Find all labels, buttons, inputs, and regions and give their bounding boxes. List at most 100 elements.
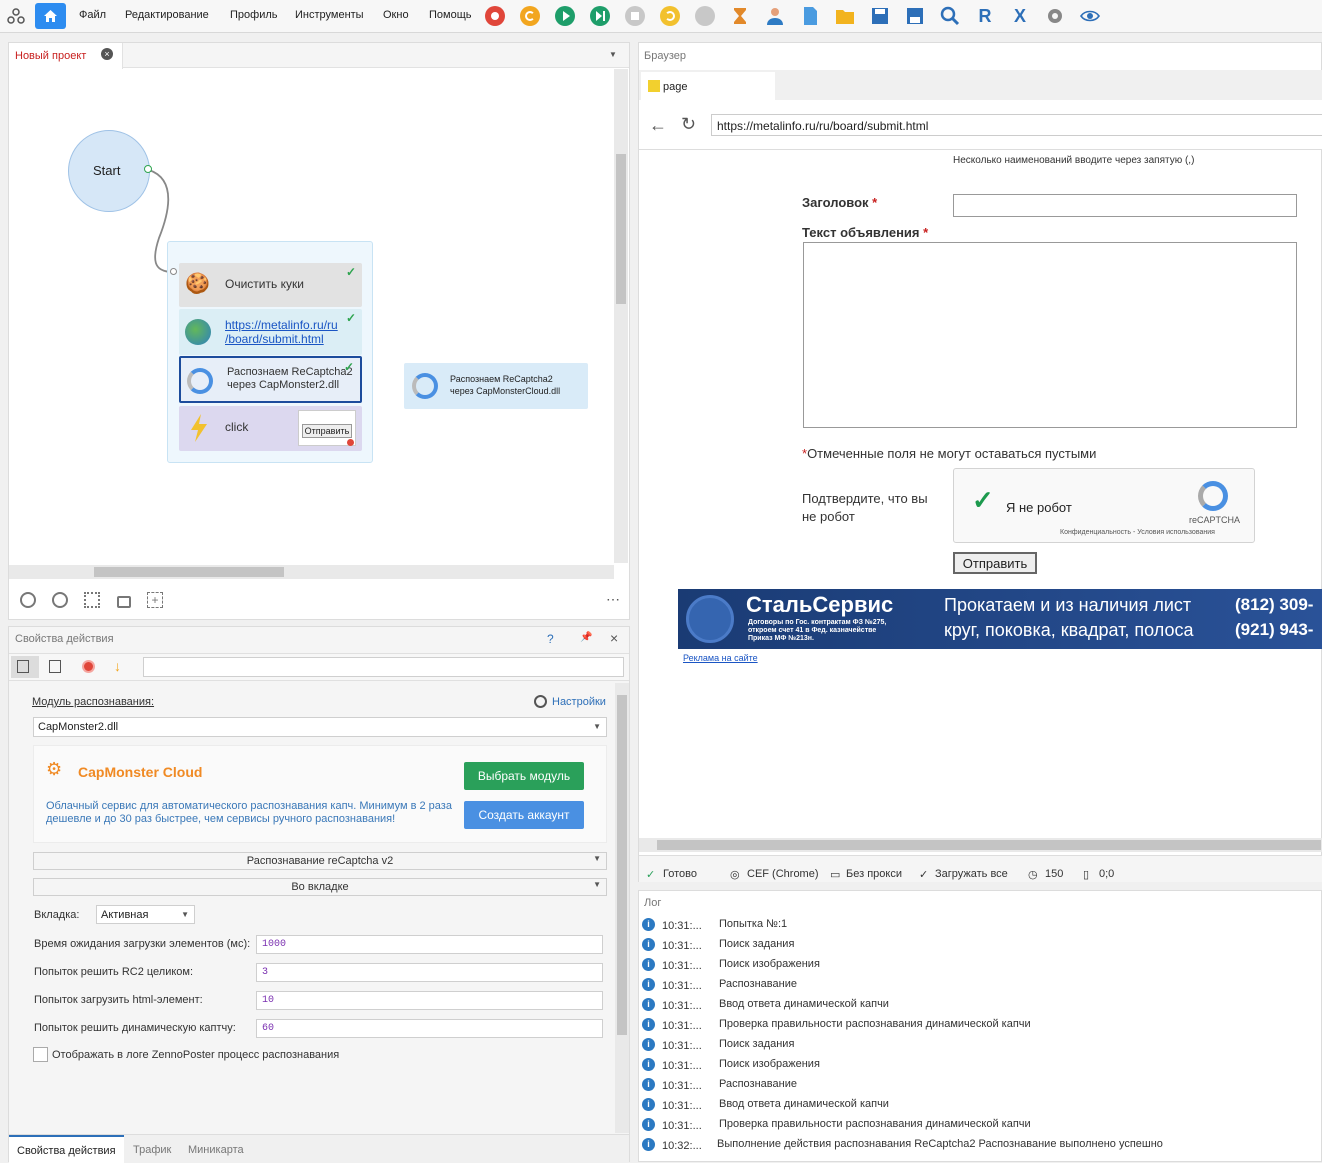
regex-icon[interactable]: R [978, 6, 992, 26]
close-tab-icon[interactable]: × [101, 48, 113, 60]
input-port[interactable] [170, 268, 177, 275]
create-account-button[interactable]: Создать аккаунт [464, 801, 584, 829]
banner-line-1: Прокатаем и из наличия лист [944, 595, 1192, 615]
hscroll-thumb[interactable] [94, 567, 284, 577]
arrow-down-icon[interactable]: ↓ [114, 658, 121, 674]
tab-select[interactable]: Активная ▼ [96, 905, 195, 924]
properties-vscroll[interactable] [615, 683, 629, 1133]
menu-edit[interactable]: Редактирование [125, 9, 209, 21]
menu-file[interactable]: Файл [79, 9, 107, 21]
user-icon[interactable] [765, 6, 785, 26]
start-node[interactable]: Start [68, 130, 150, 212]
eye-icon[interactable] [1080, 6, 1100, 26]
wait-time-input[interactable]: 1000 [256, 935, 603, 954]
tab-traffic[interactable]: Трафик [133, 1144, 172, 1156]
checkmark-icon[interactable]: ✓ [972, 485, 994, 515]
floating-recaptcha-node[interactable]: Распознаем ReCaptcha2 через CapMonsterCl… [404, 363, 588, 409]
stop-icon[interactable] [625, 6, 645, 26]
url-input[interactable]: https://metalinfo.ru/ru/board/submit.htm… [711, 114, 1322, 136]
ad-link[interactable]: Реклама на сайте [683, 653, 758, 663]
save-icon[interactable] [870, 6, 890, 26]
hourglass-icon[interactable] [730, 6, 750, 26]
close-panel-icon[interactable]: × [610, 630, 619, 646]
disabled-icon[interactable] [695, 6, 715, 26]
navigate-node[interactable]: https://metalinfo.ru/ru /board/submit.ht… [179, 309, 362, 355]
save-as-icon[interactable] [905, 6, 925, 26]
properties-tab-button[interactable] [11, 656, 39, 678]
project-vscroll[interactable] [614, 69, 628, 563]
select-module-button[interactable]: Выбрать модуль [464, 762, 584, 790]
html-attempts-input[interactable]: 10 [256, 991, 603, 1010]
text-textarea[interactable] [803, 242, 1297, 428]
more-icon[interactable]: ⋯ [606, 591, 620, 607]
record-icon[interactable] [82, 660, 95, 673]
search-icon[interactable] [940, 6, 960, 26]
captcha-location-select[interactable]: Во вкладке▼ [33, 878, 607, 896]
pin-icon[interactable]: 📌 [580, 632, 593, 643]
submit-button[interactable]: Отправить [953, 552, 1037, 574]
recaptcha-node[interactable]: Распознаем ReCaptcha2 через CapMonster2.… [179, 356, 362, 403]
status-load[interactable]: Загружать все [935, 868, 1008, 880]
profile-icon[interactable] [52, 592, 68, 608]
recaptcha-brand: reCAPTCHA [1189, 515, 1241, 525]
browser-status-bar [639, 855, 1322, 882]
settings-icon[interactable] [20, 592, 36, 608]
play-icon[interactable] [555, 6, 575, 26]
chevron-down-icon: ▼ [181, 910, 189, 919]
dynamic-attempts-input[interactable]: 60 [256, 1019, 603, 1038]
menu-tools[interactable]: Инструменты [295, 9, 364, 21]
edit-list-icon[interactable] [49, 660, 61, 673]
new-file-icon[interactable] [800, 6, 820, 26]
add-node-icon[interactable]: + [147, 592, 163, 608]
browser-tab[interactable]: page [641, 72, 775, 100]
thumbnail-button: Отправить [302, 424, 352, 438]
clear-cookies-node[interactable]: 🍪 Очистить куки ✓ [179, 263, 362, 307]
project-hscroll[interactable] [9, 565, 614, 579]
click-node[interactable]: click Отправить [179, 406, 362, 451]
xpath-icon[interactable]: X [1013, 6, 1026, 26]
tab-properties[interactable]: Свойства действия [9, 1135, 124, 1163]
tabs-dropdown-icon[interactable]: ▼ [609, 50, 617, 59]
record-icon[interactable] [485, 6, 505, 26]
status-proxy[interactable]: Без прокси [846, 868, 902, 880]
recaptcha-links[interactable]: Конфиденциальность - Условия использован… [1060, 529, 1215, 536]
log-checkbox[interactable] [33, 1047, 48, 1062]
back-icon[interactable]: ← [649, 115, 667, 135]
start-output-port[interactable] [144, 165, 152, 173]
gear-icon[interactable] [1045, 6, 1065, 26]
menu-window[interactable]: Окно [383, 9, 409, 21]
open-folder-icon[interactable] [835, 6, 855, 26]
step-icon[interactable] [590, 6, 610, 26]
title-input[interactable] [953, 194, 1297, 217]
settings-gear-icon[interactable] [534, 695, 547, 708]
captcha-type-select[interactable]: Распознавание reCaptcha v2▼ [33, 852, 607, 870]
menu-profile[interactable]: Профиль [230, 9, 278, 21]
project-tab[interactable]: Новый проект × [9, 43, 123, 69]
clock-icon[interactable]: ◷ [1028, 869, 1038, 881]
home-button[interactable] [35, 3, 66, 29]
hscroll-thumb[interactable] [657, 840, 1321, 850]
monitor-icon[interactable]: ▭ [830, 869, 841, 881]
status-timeout[interactable]: 150 [1045, 868, 1064, 880]
browser-hscroll[interactable] [639, 838, 1322, 852]
module-select[interactable]: CapMonster2.dll ▼ [33, 717, 607, 737]
load-all-icon[interactable]: ✓ [919, 869, 929, 881]
app-logo-icon[interactable] [7, 7, 25, 25]
tab-minimap[interactable]: Миникарта [188, 1144, 244, 1156]
menu-help[interactable]: Помощь [429, 9, 472, 21]
vscroll-thumb[interactable] [617, 695, 627, 1035]
chrome-icon[interactable]: ◎ [730, 869, 740, 881]
refresh-icon[interactable] [520, 6, 540, 26]
grid-icon[interactable] [84, 592, 100, 608]
rc2-attempts-input[interactable]: 3 [256, 963, 603, 982]
properties-search-input[interactable] [143, 657, 624, 677]
vscroll-thumb[interactable] [616, 154, 626, 304]
reload-icon[interactable]: ↻ [681, 114, 697, 134]
banner-title: СтальСервис [746, 592, 894, 617]
status-engine[interactable]: CEF (Chrome) [747, 868, 819, 880]
ad-banner[interactable]: СтальСервис Договоры по Гос. контрактам … [678, 589, 1322, 649]
help-icon[interactable]: ? [547, 632, 554, 646]
settings-link[interactable]: Настройки [552, 696, 606, 708]
lock-icon[interactable] [117, 596, 131, 608]
undo-icon[interactable] [660, 6, 680, 26]
